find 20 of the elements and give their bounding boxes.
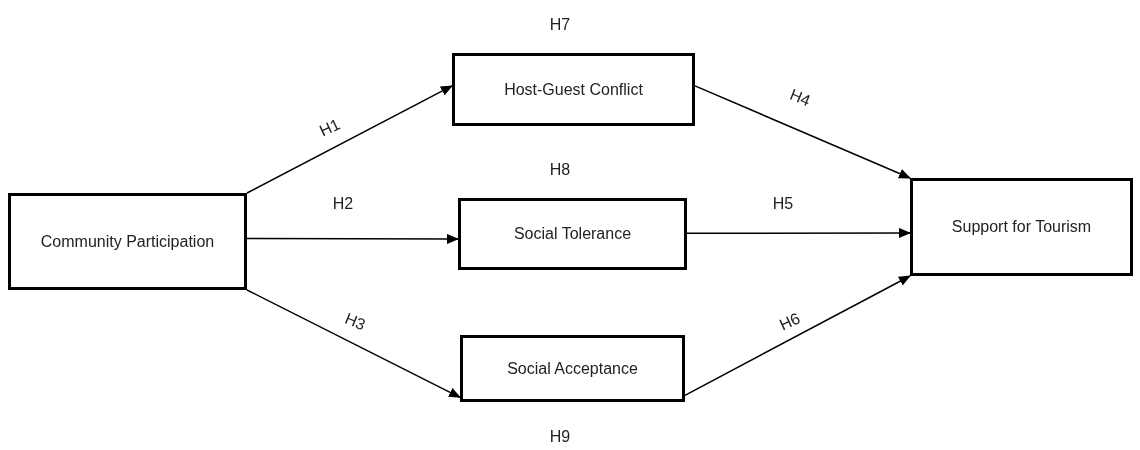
concept-box: Host-Guest Conflict <box>452 53 695 126</box>
concept-box: Community Participation <box>8 193 247 290</box>
edge-label: H4 <box>787 86 813 110</box>
edge-label: H1 <box>317 116 343 140</box>
edge-label: H5 <box>772 196 794 212</box>
concept-box: Social Acceptance <box>460 335 685 402</box>
arrow <box>694 85 911 179</box>
arrow <box>246 289 461 399</box>
hypothesis-label: H8 <box>549 162 571 178</box>
arrow <box>686 227 911 238</box>
arrow <box>246 85 453 194</box>
arrow <box>684 275 911 397</box>
edge-label: H2 <box>332 196 354 212</box>
hypothesis-label: H7 <box>549 17 571 33</box>
arrow <box>246 234 459 244</box>
edge-label: H3 <box>342 310 368 334</box>
hypothesis-label: H9 <box>549 429 571 445</box>
concept-box: Social Tolerance <box>458 198 687 270</box>
edge-label: H6 <box>777 310 803 334</box>
concept-box: Support for Tourism <box>910 178 1133 276</box>
